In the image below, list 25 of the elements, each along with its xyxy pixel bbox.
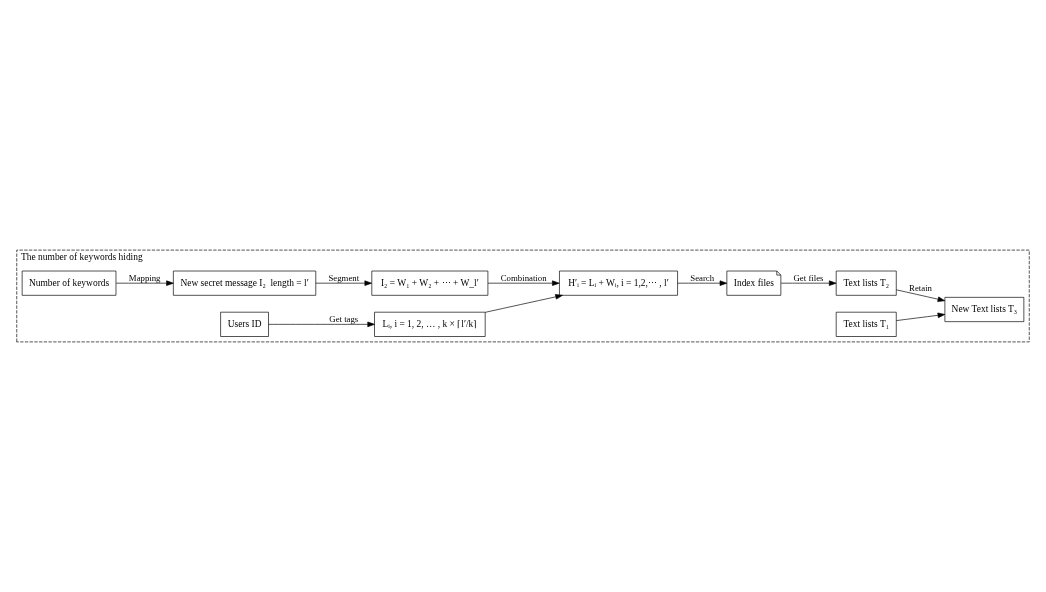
arrow — [896, 312, 946, 321]
edge-label: Combination — [500, 272, 547, 283]
arrow — [268, 321, 375, 328]
node-box: New Text lists T₃ — [944, 297, 1025, 322]
node-box: Users ID — [220, 311, 269, 337]
edge-label: Mapping — [128, 272, 161, 283]
arrow — [677, 280, 728, 286]
edge-label: Search — [690, 272, 715, 283]
edge-label: Retain — [909, 282, 933, 293]
node-box: New secret message I₂ length = l′ — [173, 270, 317, 296]
arrow — [487, 280, 560, 286]
node-box: Text lists T₁ — [835, 311, 897, 337]
node-box: Number of keywords — [21, 270, 117, 296]
node-box: Lᵢ, i = 1, 2, … , k × ⌈l′/k⌉ — [374, 311, 486, 337]
edge-label: Segment — [328, 272, 360, 283]
edge-label: Get files — [793, 272, 824, 283]
arrow — [896, 289, 946, 302]
arrow — [115, 280, 174, 286]
node-box: I₂ = W₁ + W₂ + ⋯ + W_l′ — [371, 270, 489, 296]
node-box: Text lists T₂ — [835, 270, 897, 296]
arrow — [484, 294, 563, 313]
arrow — [315, 280, 372, 286]
node-box: H′ᵢ = Lᵢ + Wᵢ, i = 1,2,⋯ , l′ — [559, 270, 678, 296]
arrow — [780, 280, 837, 286]
edge-label: Get tags — [329, 313, 359, 324]
